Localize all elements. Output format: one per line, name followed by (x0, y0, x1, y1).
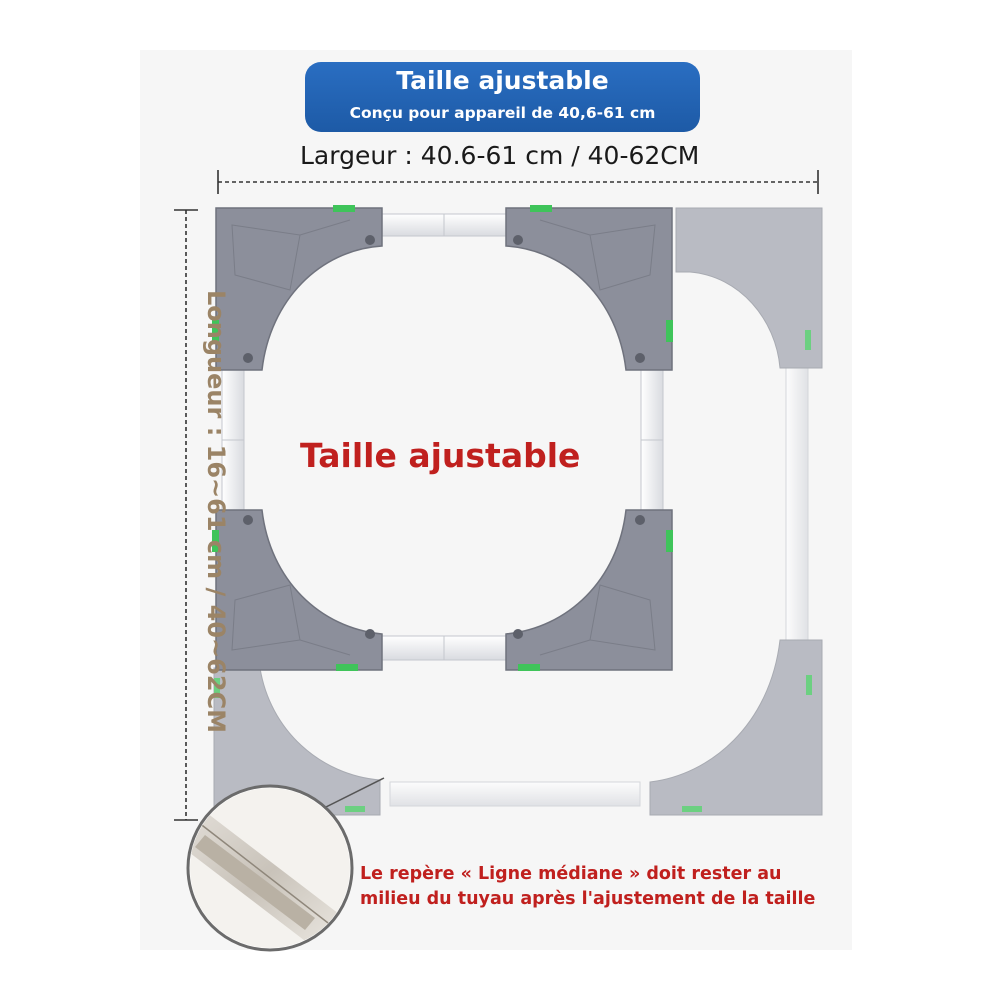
size-banner: Taille ajustable Conçu pour appareil de … (305, 62, 700, 132)
width-dimension-line (217, 170, 819, 194)
middle-line-note: Le repère « Ligne médiane » doit rester … (360, 862, 840, 912)
center-title: Taille ajustable (300, 436, 581, 475)
note-line-1: Le repère « Ligne médiane » doit rester … (360, 864, 782, 884)
extended-frame (213, 207, 823, 816)
note-line-2: milieu du tuyau après l'ajustement de la… (360, 889, 816, 909)
middle-line-zoom (186, 777, 385, 952)
length-label: Longueur : 16~61 cm / 40~62CM (202, 290, 230, 734)
width-label: Largeur : 40.6-61 cm / 40-62CM (300, 141, 700, 170)
banner-subtitle: Conçu pour appareil de 40,6-61 cm (349, 104, 656, 122)
banner-title: Taille ajustable (396, 66, 609, 95)
length-dimension-line (174, 209, 198, 821)
compact-frame (212, 205, 673, 671)
spirit-level (212, 205, 673, 671)
